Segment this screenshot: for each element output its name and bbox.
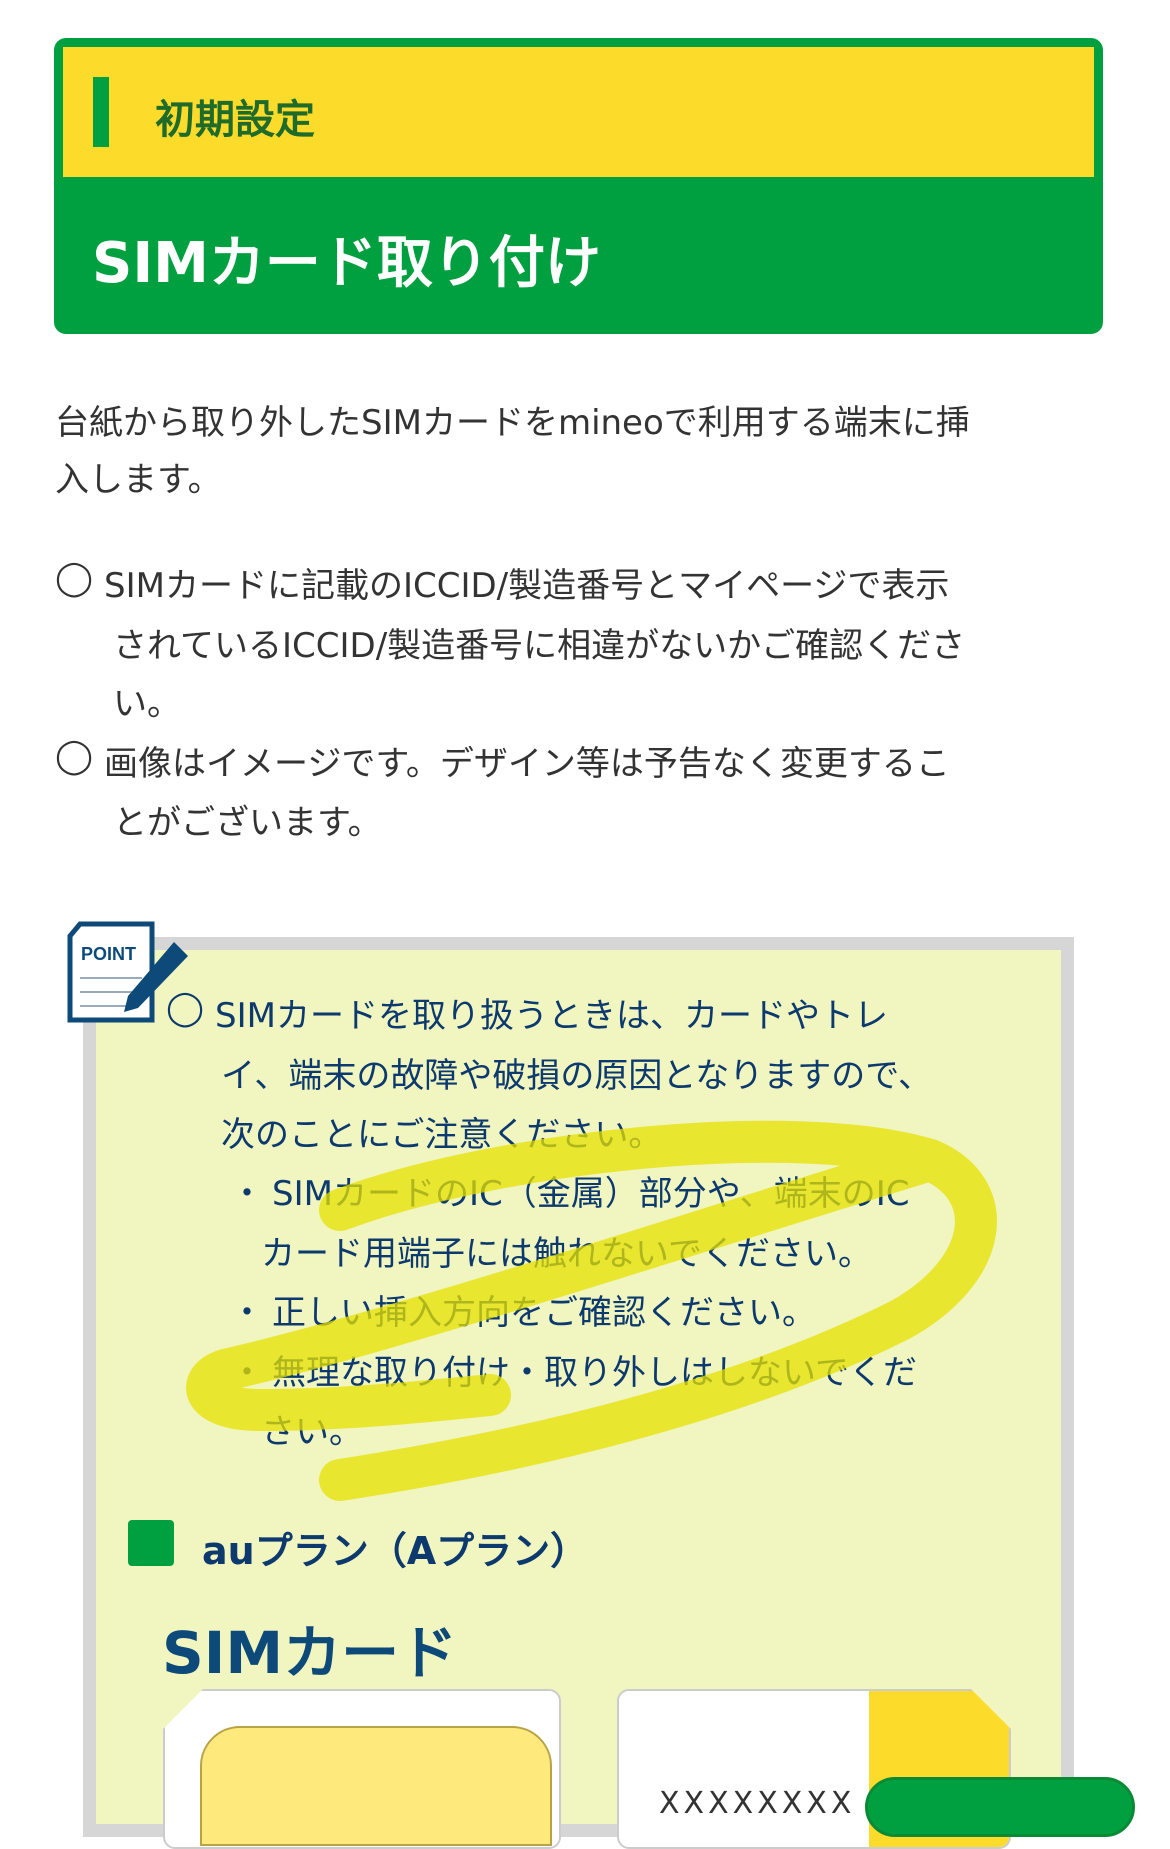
page-title: SIMカード取り付け [92, 231, 601, 296]
floating-button[interactable] [865, 1777, 1135, 1837]
card-number: XXXXXXXX [659, 1786, 856, 1821]
bullet-line: さい。 [261, 1412, 363, 1452]
plan-heading: auプラン（Aプラン） [202, 1529, 589, 1573]
category-bar [93, 77, 109, 147]
point-mark: ◯ [166, 988, 205, 1028]
bullet-line: 正しい挿入方向をご確認ください。 [272, 1293, 816, 1333]
category-label: 初期設定 [155, 97, 315, 143]
bullet-mark: ・ [230, 1174, 264, 1214]
category-band: 初期設定 [63, 47, 1094, 177]
point-line: SIMカードを取り扱うときは、カードやトレ [215, 996, 888, 1036]
note-2-line: とがございます。 [113, 803, 382, 843]
intro-line-1: 台紙から取り外したSIMカードをmineoで利用する端末に挿 [55, 403, 970, 443]
note-1-line: SIMカードに記載のICCID/製造番号とマイページで表示 [104, 566, 950, 606]
bullet-mark: ・ [230, 1293, 264, 1333]
plan-marker [128, 1520, 174, 1566]
note-2-line: 画像はイメージです。デザイン等は予告なく変更するこ [104, 744, 950, 784]
bullet-line: SIMカードのIC（金属）部分や、端末のIC [272, 1174, 910, 1214]
note-1-line: されているICCID/製造番号に相違がないかご確認くださ [113, 626, 966, 666]
point-line: イ、端末の故障や破損の原因となりますので、 [221, 1056, 932, 1096]
note-1-line: い。 [113, 684, 181, 724]
bullet-mark: ・ [230, 1353, 264, 1393]
note-1-mark: ◯ [55, 558, 94, 598]
section-header: 初期設定 SIMカード取り付け [54, 38, 1103, 334]
intro-line-2: 入します。 [55, 460, 222, 500]
sim-heading: SIMカード [162, 1619, 458, 1687]
svg-text:POINT: POINT [81, 944, 136, 964]
point-line: 次のことにご注意ください。 [221, 1115, 663, 1155]
bullet-line: 無理な取り付け・取り外しはしないでくだ [272, 1353, 917, 1393]
sim-chip-image [200, 1726, 552, 1846]
point-memo-icon: POINT [67, 921, 188, 1023]
note-2-mark: ◯ [55, 736, 94, 776]
bullet-line: カード用端子には触れないでください。 [261, 1234, 872, 1274]
